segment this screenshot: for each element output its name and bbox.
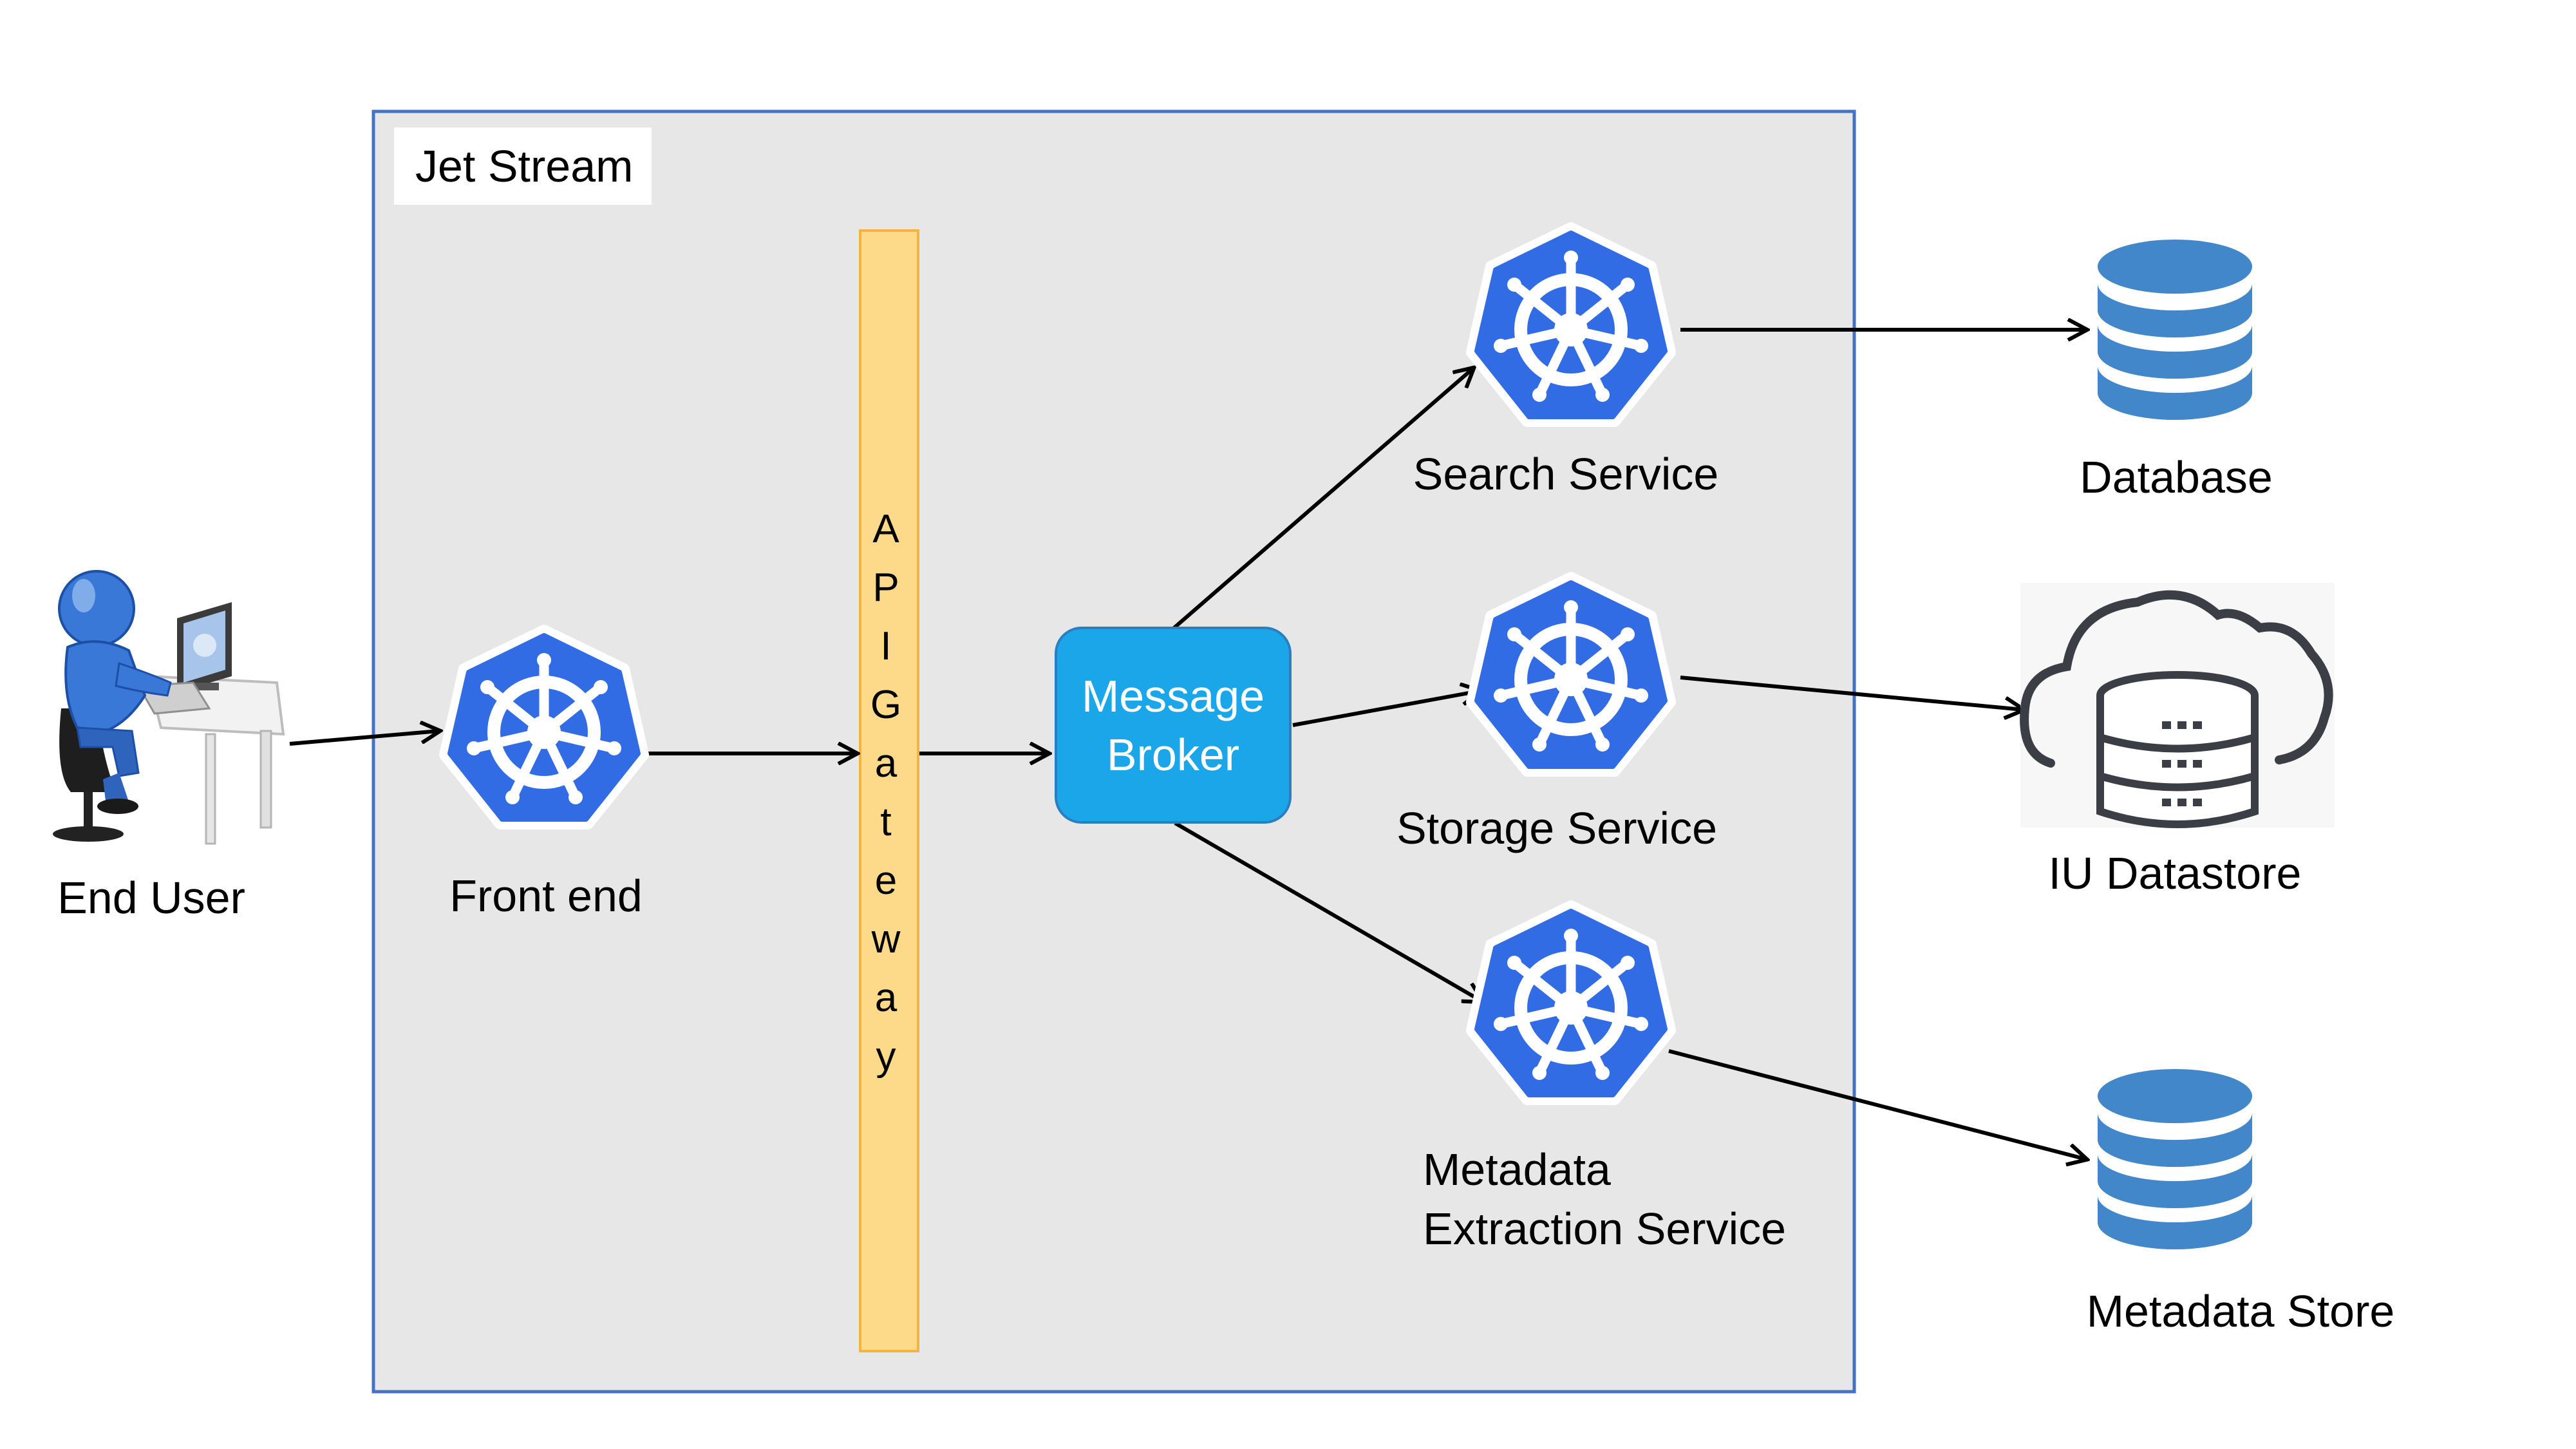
storage-service-label: Storage Service <box>1396 803 1717 853</box>
message-broker-box <box>1055 627 1292 824</box>
gateway-letter: A <box>872 507 899 551</box>
edges <box>289 330 2086 1159</box>
gateway-letter: e <box>875 858 897 903</box>
message-broker-label-line1: Message <box>1082 671 1264 721</box>
edge-broker-search <box>1170 368 1473 632</box>
database-label: Database <box>2080 452 2273 502</box>
message-broker-label-line2: Broker <box>1107 730 1239 780</box>
edge-storage-datastore <box>1680 676 2023 710</box>
metadata-service-kubernetes-icon <box>1472 906 1670 1099</box>
end-user-label: End User <box>57 873 245 923</box>
edge-metadata-store <box>1668 1049 2086 1159</box>
gateway-letter: G <box>870 683 901 727</box>
gateway-letter: I <box>880 624 891 668</box>
container-title: Jet Stream <box>415 141 633 191</box>
gateway-letter: y <box>876 1034 896 1079</box>
metadata-store-database-icon <box>2098 1069 2252 1249</box>
metadata-service-label-line1: Metadata <box>1423 1144 1611 1195</box>
api-gateway-label: A P I G a t e w a y <box>870 507 901 1079</box>
api-gateway-bar <box>859 229 919 1352</box>
edge-user-frontend <box>289 731 439 746</box>
gateway-letter: t <box>880 800 891 844</box>
front-end-label: Front end <box>449 871 643 921</box>
edge-broker-storage <box>1292 691 1480 727</box>
metadata-service-label-line2: Extraction Service <box>1423 1204 1786 1254</box>
front-end-kubernetes-icon <box>445 630 643 824</box>
search-service-kubernetes-icon <box>1472 228 1670 421</box>
search-service-label: Search Service <box>1413 449 1719 499</box>
iu-datastore-label: IU Datastore <box>2049 848 2302 898</box>
gateway-letter: P <box>872 565 899 610</box>
storage-service-kubernetes-icon <box>1472 578 1670 771</box>
gateway-letter: w <box>871 917 901 961</box>
end-user-icon <box>53 570 285 845</box>
database-icon <box>2098 240 2252 420</box>
gateway-letter: a <box>875 976 898 1020</box>
gateway-letter: a <box>875 741 898 786</box>
cloud-database-icon <box>2020 583 2335 828</box>
jet-stream-title-box <box>394 128 652 205</box>
metadata-store-label: Metadata Store <box>2087 1286 2395 1336</box>
edge-broker-metadata <box>1174 821 1482 1001</box>
